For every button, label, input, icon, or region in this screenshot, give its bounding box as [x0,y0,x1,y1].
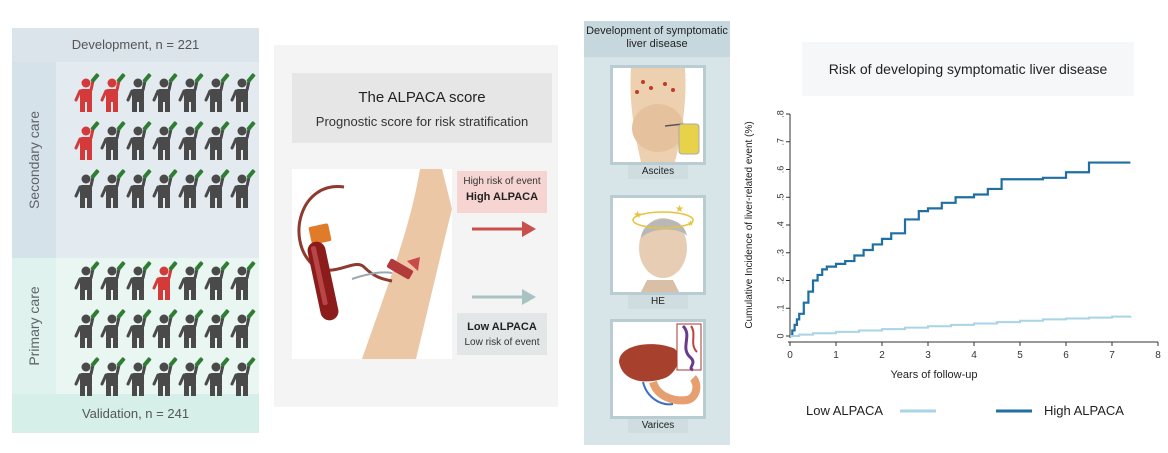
person-icon [152,169,178,208]
person-icon [126,261,152,300]
legend-low-label: Low ALPACA [806,403,884,418]
legend-high-label: High ALPACA [1044,403,1124,418]
low-risk-box: Low ALPACA Low risk of event [457,313,547,355]
person-icon [100,121,126,160]
person-event-icon [100,73,126,112]
person-event-icon [74,121,100,160]
he-illustration: ★ ★ ★ [610,195,706,295]
person-icon [126,73,152,112]
person-icon [152,121,178,160]
person-icon [100,261,126,300]
person-event-icon [74,73,100,112]
varices-caption: Varices [628,419,688,433]
person-icon [178,121,204,160]
y-tick-label: .5 [775,193,785,201]
x-tick-label: 0 [787,350,793,361]
y-tick-label: .2 [775,277,785,285]
x-tick-label: 5 [1017,350,1023,361]
person-icon [204,309,230,348]
person-icon [204,73,230,112]
liver-disease-panel: Development of symptomatic liver disease… [584,21,730,445]
low-alpaca-label: Low ALPACA [467,321,537,333]
x-tick-label: 8 [1155,350,1161,361]
person-icon [74,169,100,208]
person-icon [230,309,256,348]
person-icon [230,73,256,112]
person-icon [74,309,100,348]
person-icon [152,73,178,112]
high-arrow-icon [472,221,536,237]
person-icon [178,261,204,300]
y-tick-label: .3 [775,249,785,257]
alpaca-title: The ALPACA score [358,89,486,106]
x-tick-label: 3 [925,350,931,361]
x-tick-label: 4 [971,350,977,361]
person-icon [126,121,152,160]
person-icon [178,357,204,396]
series-line-high-alpaca [790,161,1131,338]
he-caption: HE [628,295,688,309]
low-arrow-icon [472,289,536,305]
person-icon [204,357,230,396]
person-icon [100,309,126,348]
person-icon [230,261,256,300]
x-tick-label: 7 [1109,350,1115,361]
high-risk-caption: High risk of event [463,176,541,187]
liver-disease-header: Development of symptomatic liver disease [584,21,730,57]
high-alpaca-label: High ALPACA [465,191,539,203]
person-icon [178,73,204,112]
svg-text:★: ★ [633,210,642,221]
ascites-caption: Ascites [628,165,688,179]
high-risk-box: High risk of event High ALPACA [457,171,547,213]
person-icon [178,169,204,208]
alpaca-title-box: The ALPACA score Prognostic score for ri… [292,73,552,143]
x-tick-label: 2 [879,350,885,361]
alpaca-subtitle: Prognostic score for risk stratification [315,114,529,129]
alpaca-score-panel: The ALPACA score Prognostic score for ri… [274,45,558,407]
ascites-illustration [610,65,706,165]
x-axis-label: Years of follow-up [890,369,977,381]
person-icon [178,309,204,348]
y-tick-label: .4 [775,221,785,229]
legend-low-swatch [900,409,936,413]
series-line-low-alpaca [790,315,1132,337]
y-tick-label: 0 [775,333,785,338]
person-icon [126,309,152,348]
y-axis-label: Cumulative Incidence of liver-related ev… [744,121,755,328]
chart-title: Risk of developing symptomatic liver dis… [802,42,1134,96]
y-tick-label: .1 [775,304,785,312]
person-event-icon [152,261,178,300]
person-icon [126,357,152,396]
y-tick-label: .7 [775,138,785,146]
svg-text:★: ★ [675,204,684,215]
low-risk-caption: Low risk of event [464,337,540,348]
person-icon [126,169,152,208]
person-icon [152,309,178,348]
x-tick-label: 1 [833,350,839,361]
person-icons [74,73,256,396]
varices-illustration [610,319,706,419]
person-icon [230,169,256,208]
person-icon [74,357,100,396]
person-icon [204,169,230,208]
svg-text:★: ★ [687,219,694,228]
person-icon [152,357,178,396]
legend-high-swatch [996,409,1032,413]
x-tick-label: 6 [1063,350,1069,361]
validation-label: Validation, n = 241 [12,394,259,433]
blood-draw-illustration [292,169,452,359]
development-label: Development, n = 221 [12,28,259,62]
person-icon [74,261,100,300]
y-tick-label: .8 [775,110,785,118]
person-icon [100,169,126,208]
person-icon [100,357,126,396]
person-icon [230,357,256,396]
person-icon [230,121,256,160]
person-icon [204,121,230,160]
person-icon [204,261,230,300]
y-tick-label: .6 [775,166,785,174]
cohort-panel: Development, n = 221 Secondary care Prim… [12,28,259,433]
